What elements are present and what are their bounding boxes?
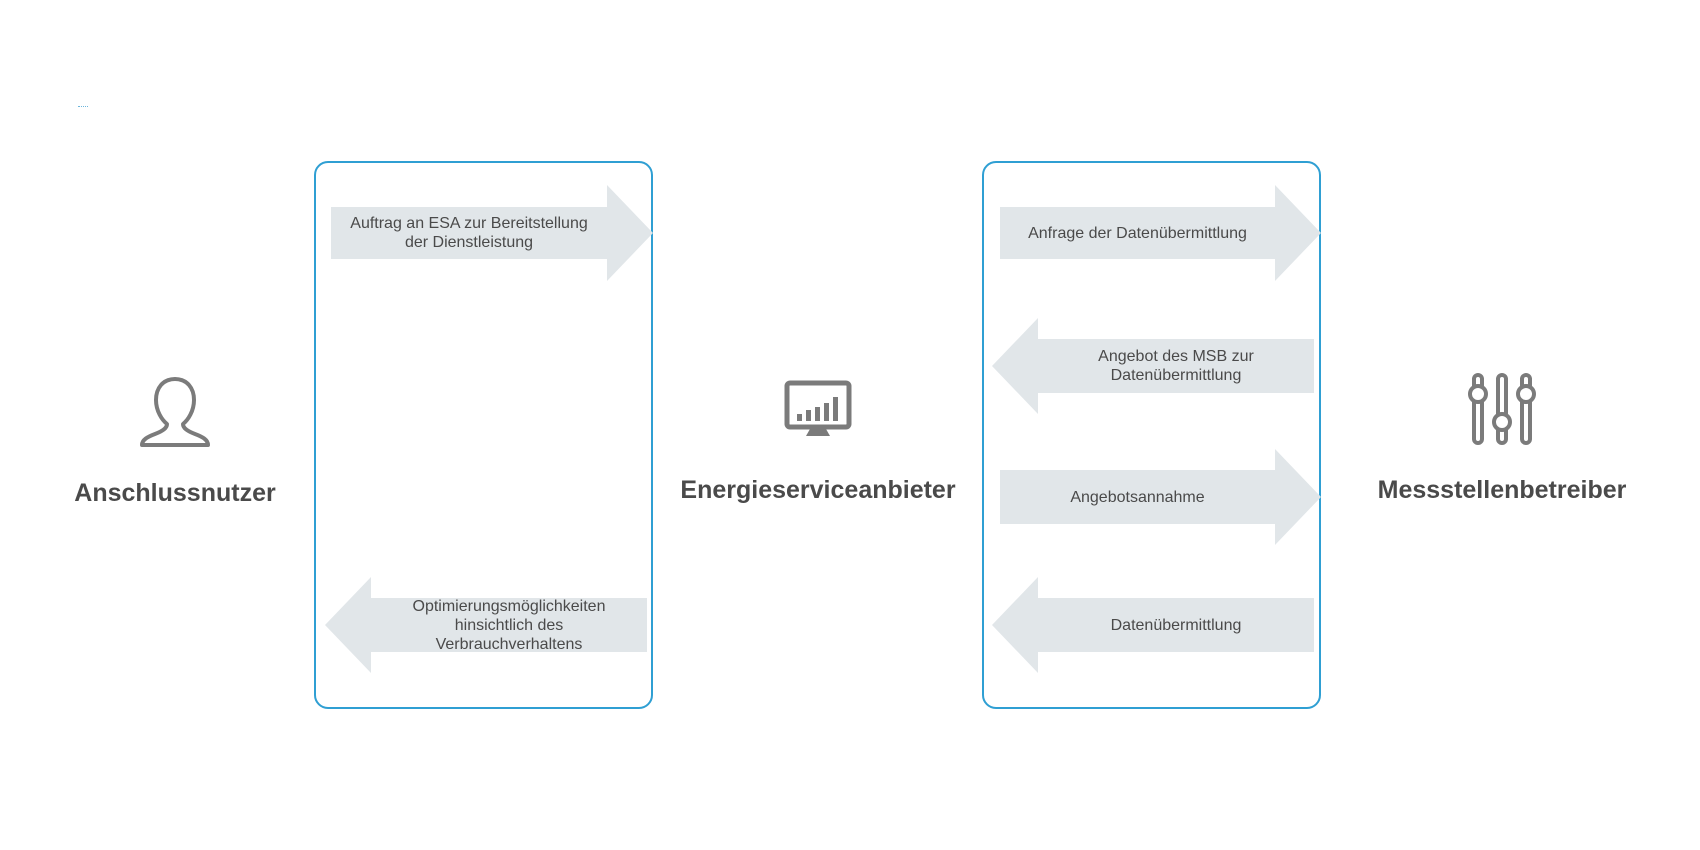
arrow-right-shape — [331, 185, 653, 281]
actor-messstellenbetreiber: Messstellenbetreiber — [1352, 372, 1652, 505]
arrow-left-optimierung: Optimierungsmöglichkeiten hinsichtlich d… — [325, 577, 647, 673]
actor-label-energieserviceanbieter: Energieserviceanbieter — [680, 476, 956, 504]
arrow-left-angebot: Angebot des MSB zur Datenübermittlung — [992, 318, 1314, 414]
arrow-right-angebotsannahme: Angebotsannahme — [1000, 449, 1321, 545]
arrow-right-shape — [1000, 449, 1321, 545]
monitor-chart-icon — [784, 380, 852, 436]
arrow-left-shape — [325, 577, 647, 673]
right-flow-panel: Anfrage der Datenübermittlung Angebot de… — [982, 161, 1321, 709]
left-flow-panel: Auftrag an ESA zur Bereitstellung der Di… — [314, 161, 653, 709]
arrow-label-angebotsannahme: Angebotsannahme — [1070, 488, 1205, 506]
arrow-label-optimierung: Optimierungsmöglichkeiten hinsichtlich d… — [412, 597, 606, 653]
arrow-label-datenuebermittlung: Datenübermittlung — [1110, 616, 1242, 634]
user-icon — [140, 377, 210, 447]
arrow-label-anfrage: Anfrage der Datenübermittlung — [1028, 224, 1247, 242]
actor-label-anschlussnutzer: Anschlussnutzer — [74, 479, 276, 507]
actor-label-messstellenbetreiber: Messstellenbetreiber — [1377, 476, 1627, 504]
arrow-left-datenuebermittlung: Datenübermittlung — [992, 577, 1314, 673]
arrow-right-anfrage: Anfrage der Datenübermittlung — [1000, 185, 1321, 281]
sliders-icon — [1468, 373, 1536, 445]
arrow-right-auftrag: Auftrag an ESA zur Bereitstellung der Di… — [331, 185, 653, 281]
arrow-right-shape — [1000, 185, 1321, 281]
actor-energieserviceanbieter: Energieserviceanbieter — [668, 380, 968, 505]
arrow-left-shape — [992, 318, 1314, 414]
arrow-left-shape — [992, 577, 1314, 673]
decorative-dot — [78, 106, 88, 109]
actor-anschlussnutzer: Anschlussnutzer — [25, 375, 325, 508]
arrow-label-auftrag: Auftrag an ESA zur Bereitstellung der Di… — [350, 215, 588, 251]
arrow-label-angebot: Angebot des MSB zur Datenübermittlung — [1098, 348, 1254, 384]
